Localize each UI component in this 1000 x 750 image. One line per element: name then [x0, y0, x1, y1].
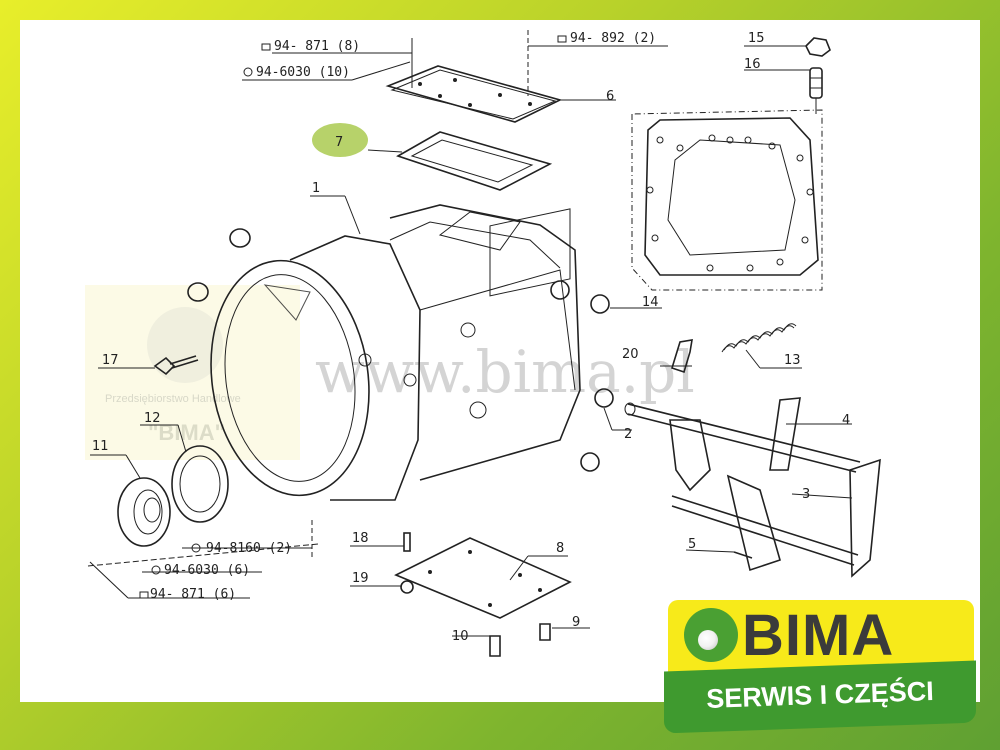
ref-94-892-2: 94- 892 (2)	[570, 31, 656, 46]
callout-7: 7	[335, 135, 343, 150]
part-2-bushing	[594, 388, 614, 408]
watermark: Przedsiębiorstwo Handlowe "BIMA" www.bim…	[85, 285, 695, 460]
callout-19: 19	[352, 571, 369, 586]
gasket-outline-frame	[631, 109, 823, 291]
ref-symbols	[139, 35, 567, 599]
callout-16: 16	[744, 57, 761, 72]
ref-94-6030-10: 94-6030 (10)	[256, 65, 350, 80]
part-11-seal-cover	[117, 477, 171, 547]
bushings	[187, 228, 614, 472]
callout-10: 10	[452, 629, 469, 644]
leader-lines	[87, 30, 853, 637]
callout-3: 3	[802, 487, 810, 502]
small-parts	[400, 532, 753, 657]
part-1-housing	[210, 204, 581, 501]
part-3-shift-rod-fork	[671, 458, 881, 578]
part-8-bottom-plate	[394, 537, 572, 619]
callout-18: 18	[352, 531, 369, 546]
ref-94-871-6: 94- 871 (6)	[150, 587, 236, 602]
callout-11: 11	[92, 439, 109, 454]
bima-logo: BIMA SERWIS I CZĘŚCI	[664, 600, 976, 734]
part-18-stud	[403, 532, 411, 552]
part-6-cover-plate	[385, 65, 563, 123]
watermark-url: www.bima.pl	[315, 338, 695, 406]
part-12-gasket	[171, 445, 229, 523]
watermark-company: Przedsiębiorstwo Handlowe	[105, 393, 241, 405]
logo-ball-highlight	[698, 630, 718, 650]
callout-14: 14	[642, 295, 659, 310]
callout-1: 1	[312, 181, 320, 196]
part-16-breather	[809, 67, 823, 99]
part-19-plug	[400, 580, 414, 594]
part-9-bolt	[539, 623, 551, 641]
ref-94-8160-2: 94-8160 (2)	[206, 541, 292, 556]
part-20-bracket	[671, 339, 693, 374]
ref-94-871-8: 94- 871 (8)	[274, 39, 360, 54]
watermark-name: "BIMA"	[148, 420, 225, 445]
ref-94-6030-6: 94-6030 (6)	[164, 563, 250, 578]
part-5-pin	[733, 551, 753, 559]
logo-name: BIMA	[742, 603, 895, 668]
part-15-plug	[805, 37, 831, 57]
callout-17: 17	[102, 353, 119, 368]
part-17-bolt	[153, 355, 199, 376]
logo-top-band: BIMA	[668, 600, 974, 672]
callout-2: 2	[624, 427, 632, 442]
callout-20: 20	[622, 347, 639, 362]
callout-15: 15	[748, 31, 765, 46]
part-7-gasket	[396, 131, 553, 191]
highlight-bubble	[312, 123, 368, 157]
callout-8: 8	[556, 541, 564, 556]
callout-13: 13	[784, 353, 801, 368]
part-13-spring	[721, 323, 797, 353]
part-4-shift-rod-fork	[624, 397, 861, 492]
callout-4: 4	[842, 413, 850, 428]
callout-6: 6	[606, 89, 614, 104]
part-10-bolt	[489, 635, 501, 657]
part-14-bushing	[590, 294, 610, 314]
callout-9: 9	[572, 615, 580, 630]
callout-5: 5	[688, 537, 696, 552]
callout-12: 12	[144, 411, 161, 426]
